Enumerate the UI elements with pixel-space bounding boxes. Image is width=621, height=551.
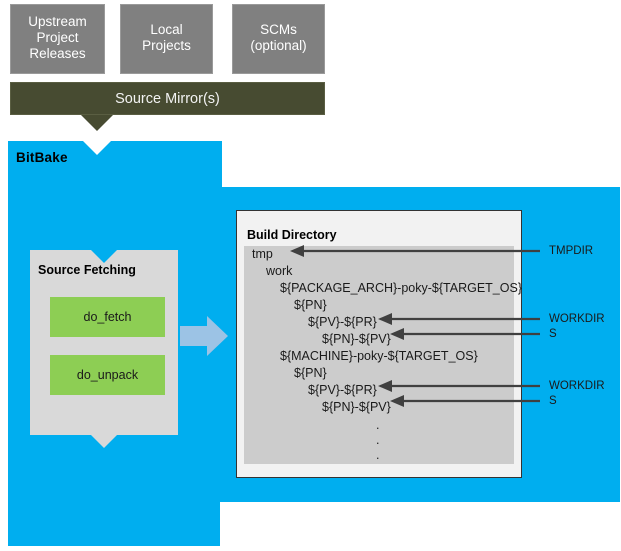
tree-line-tmp: tmp [252,247,273,261]
variable-label-workdir-2: WORKDIR [549,380,605,392]
variable-label-s-1: S [549,328,557,340]
variable-label-workdir-1: WORKDIR [549,313,605,325]
bitbake-top-notch-icon [83,141,111,155]
fetch-panel-bottom-notch-icon [91,435,117,448]
fetch-panel-top-notch-icon [91,250,117,263]
build-directory-tree-area [244,246,514,464]
source-mirror-bar: Source Mirror(s) [10,82,325,115]
source-box-upstream: Upstream Project Releases [10,4,105,74]
task-do-fetch-label: do_fetch [83,310,132,324]
source-box-local-line-1: Local [150,22,183,37]
source-box-local: Local Projects [120,4,213,74]
source-mirror-label: Source Mirror(s) [115,90,220,107]
tree-line-pv-pr-2: ${PV}-${PR} [308,383,377,397]
tree-line-work: work [266,264,293,278]
task-do-fetch[interactable]: do_fetch [50,297,165,337]
source-box-upstream-line-2: Project [36,30,79,45]
variable-label-s-2: S [549,395,557,407]
source-box-local-line-2: Projects [142,38,191,53]
tree-line-package-arch: ${PACKAGE_ARCH}-poky-${TARGET_OS} [280,281,522,295]
bitbake-region-upper [8,141,222,187]
source-box-scms-line-2: (optional) [250,38,307,53]
tree-line-pv-pr-1: ${PV}-${PR} [308,315,377,329]
task-do-unpack[interactable]: do_unpack [50,355,165,395]
bitbake-label: BitBake [16,150,68,165]
source-box-scms-line-1: SCMs [260,22,297,37]
bitbake-region-left-tail [8,502,220,546]
tree-ellipsis-dot-3: . [376,448,380,462]
tree-ellipsis-dot-2: . [376,433,380,447]
tree-line-machine: ${MACHINE}-poky-${TARGET_OS} [280,349,478,363]
source-box-upstream-line-3: Releases [29,46,86,61]
source-box-upstream-line-1: Upstream [28,14,87,29]
tree-line-pn-1: ${PN} [294,298,327,312]
tree-ellipsis-dot-1: . [376,418,380,432]
build-directory-title: Build Directory [247,228,337,242]
source-fetching-panel [30,250,178,435]
source-box-scms: SCMs (optional) [232,4,325,74]
tree-line-pn-pv-2: ${PN}-${PV} [322,400,391,414]
tree-line-pn-2: ${PN} [294,366,327,380]
tree-line-pn-pv-1: ${PN}-${PV} [322,332,391,346]
source-fetching-title: Source Fetching [38,263,136,277]
variable-label-tmpdir: TMPDIR [549,245,594,257]
task-do-unpack-label: do_unpack [76,368,139,382]
